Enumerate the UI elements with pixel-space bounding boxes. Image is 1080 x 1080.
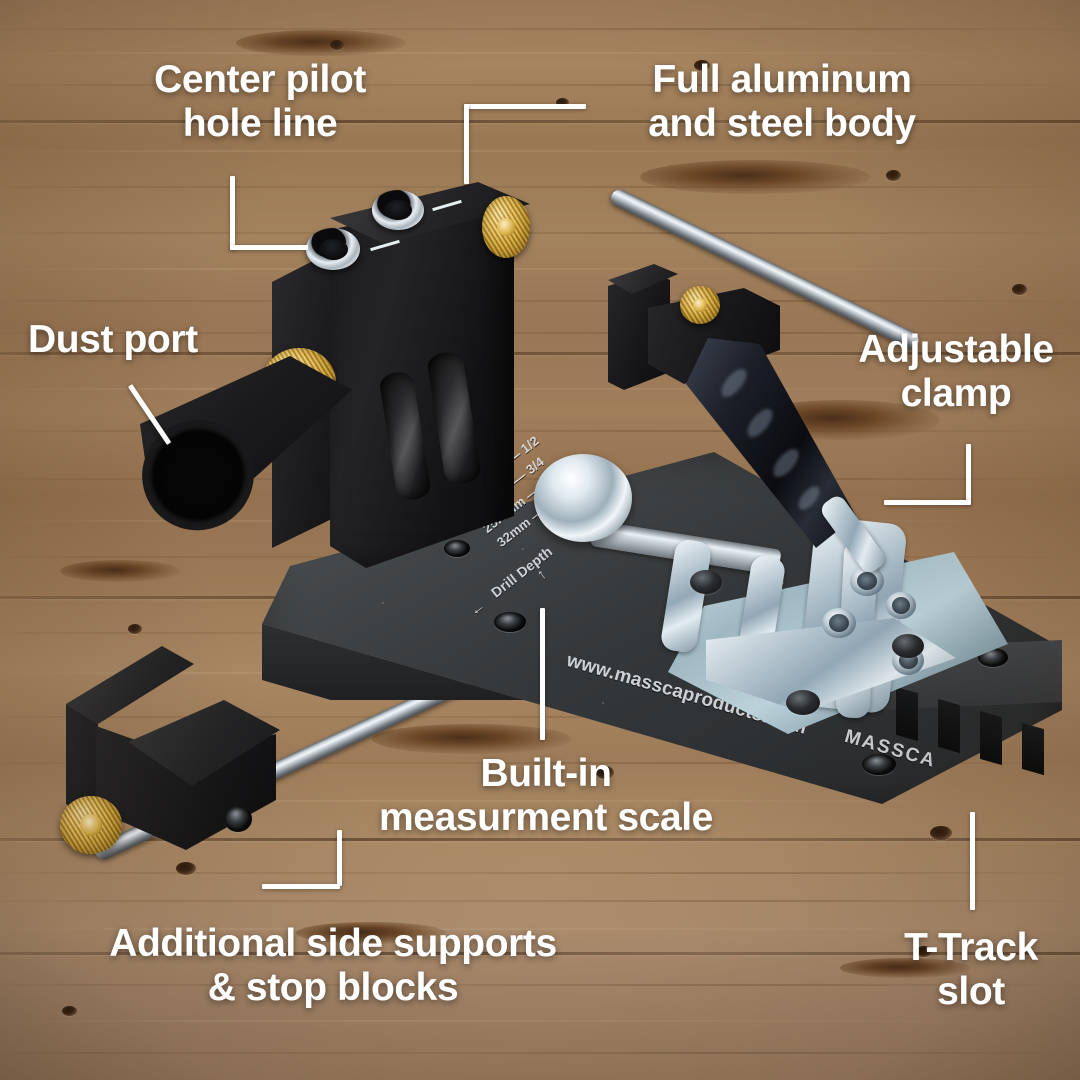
mounting-hole-mid: [444, 540, 470, 557]
brass-knob-stop-block-front: [60, 796, 122, 854]
leader-built-in-measurment-scale-vertical: [540, 608, 545, 740]
clamp-screw-right: [892, 634, 924, 658]
brass-knob-guide-depth: [482, 196, 530, 258]
callout-full-aluminum-and-steel-body: Full aluminum and steel body: [648, 58, 916, 146]
drill-guide-block-face: [330, 196, 514, 568]
leader-full-aluminum-vertical: [464, 104, 469, 184]
callout-additional-side-supports-stop-blocks: Additional side supports & stop blocks: [109, 922, 557, 1010]
mounting-hole-right: [862, 754, 896, 775]
callout-center-pilot-hole-line: Center pilot hole line: [154, 58, 366, 146]
leader-center-pilot-hole-line-vertical: [230, 176, 235, 250]
clamp-screw-rear: [690, 570, 722, 594]
callout-adjustable-clamp: Adjustable clamp: [858, 328, 1054, 416]
leader-adjustable-clamp-horizontal: [884, 500, 971, 505]
drill-bushing-front: [306, 228, 360, 270]
callout-built-in-measurment-scale: Built-in measurment scale: [379, 752, 713, 840]
callout-t-track-slot: T-Track slot: [904, 926, 1038, 1014]
clamp-pressure-pad: [534, 454, 632, 542]
leader-t-track-slot-vertical: [970, 812, 975, 910]
leader-center-pilot-hole-line-horizontal: [230, 245, 308, 250]
leader-side-supports-horizontal: [262, 884, 340, 889]
mounting-hole-left: [494, 612, 526, 632]
leader-adjustable-clamp-vertical: [966, 444, 971, 504]
clamp-screw-front: [786, 690, 820, 715]
clamp-pivot-hole-3: [886, 592, 916, 619]
stop-block-front-bore: [224, 806, 252, 832]
callout-dust-port: Dust port: [28, 318, 198, 361]
leader-full-aluminum-horizontal: [464, 104, 586, 109]
drill-bushing-rear: [372, 190, 424, 230]
clamp-pivot-hole-2: [822, 608, 856, 638]
brass-knob-stop-block-rear: [680, 286, 720, 324]
leader-side-supports-vertical: [337, 830, 342, 886]
